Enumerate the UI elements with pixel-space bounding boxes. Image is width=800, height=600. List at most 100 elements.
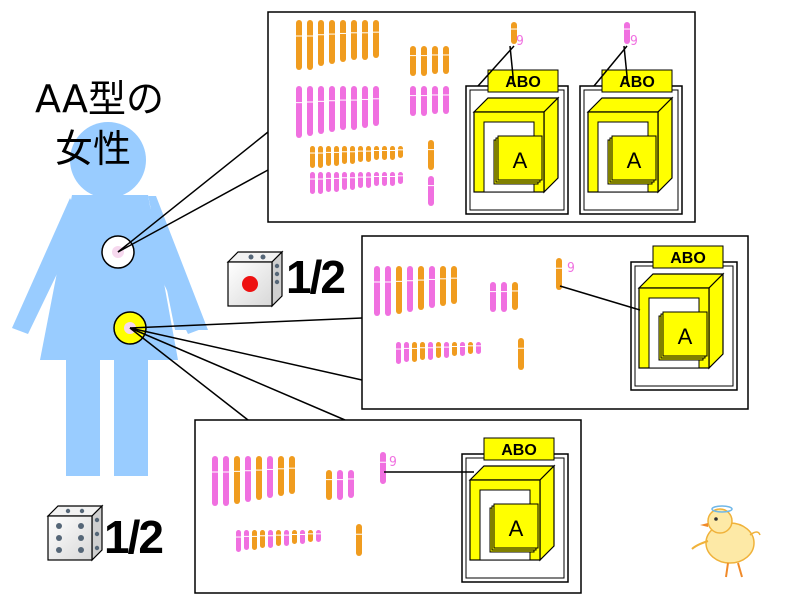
chromosome [362,86,368,128]
chromosome [356,524,362,556]
chromosome [398,172,403,184]
chromosome [374,266,380,316]
chromosome [318,86,324,134]
chromosome-number-label: 9 [389,455,397,470]
chromosome [326,172,331,192]
chromosome-number-label: 9 [630,34,638,49]
title-line-1: AA型の [35,77,165,121]
chromosome [334,146,339,166]
chromosome [318,172,323,194]
chromosome [340,86,346,130]
chromosome [260,530,265,548]
chromosome [511,22,517,44]
chromosome [410,46,416,76]
chromosome [624,22,630,44]
chromosome [382,172,387,186]
chromosome [404,342,409,362]
chromosome [350,172,355,190]
chromosome [421,86,427,116]
chromosome [412,342,417,362]
chromosome [432,86,438,114]
chromosome [307,20,313,70]
gene-box-label: ABO [505,74,541,91]
chromosome [334,172,339,192]
chromosome [476,342,481,354]
chromosome [318,146,323,168]
chromosome [329,20,335,64]
karyotype-bottom [212,452,386,556]
chromosome [362,20,368,60]
chromosome [310,146,315,168]
chromosome [212,456,218,506]
chromosome [390,146,395,160]
chromosome [292,530,297,544]
chromosome [374,146,379,160]
chromosome [428,140,434,170]
chromosome [366,146,371,162]
chromosome [342,172,347,190]
chromosome [428,342,433,360]
chromosome [418,266,424,310]
chromosome [337,470,343,500]
probability-lower: 1/2 [104,511,164,563]
chromosome [421,46,427,76]
chromosome [289,456,295,494]
gene-box-label: ABO [619,74,655,91]
chick-drawing-icon [691,505,761,578]
woman-figure-icon [12,122,208,476]
die-one-red-icon [226,250,284,308]
chromosome [358,146,363,162]
allele-label: A [678,324,693,349]
gene-box-label: ABO [670,250,706,267]
chromosome [443,86,449,114]
chromosome [342,146,347,164]
chromosome [358,172,363,188]
chromosome [451,266,457,304]
allele-label: A [513,148,528,173]
chromosome [382,146,387,160]
chromosome [407,266,413,312]
chromosome [410,86,416,116]
chromosome [501,282,507,312]
chromosome [385,266,391,316]
chromosome [236,530,241,552]
chromosome [436,342,441,358]
allele-label: A [627,148,642,173]
chromosome [326,470,332,500]
chromosome [296,20,302,70]
title-line-2: 女性 [55,127,132,171]
chromosome-number-label: 9 [516,34,524,49]
chromosome [518,338,524,370]
chromosome [351,86,357,130]
chromosome [234,456,240,504]
chromosome [329,86,335,132]
chromosome [348,470,354,498]
chromosome [276,530,281,546]
probability-upper: 1/2 [286,251,346,303]
chromosome [443,46,449,74]
karyotype-top [296,20,630,206]
chromosome [556,258,562,290]
gene-box-label: ABO [501,442,537,459]
chromosome [318,20,324,66]
chromosome [278,456,284,496]
chromosome [373,86,379,126]
karyotype-middle [374,258,562,370]
chromosome [374,172,379,186]
chromosome [284,530,289,546]
chromosome [245,456,251,502]
chromosome [350,146,355,164]
chromosome [307,86,313,136]
chromosome [390,172,395,186]
chromosome [308,530,313,542]
chromosome [512,282,518,310]
chromosome [268,530,273,548]
chromosome [373,20,379,58]
chromosome [310,172,315,194]
chromosome [252,530,257,550]
chromosome [432,46,438,74]
